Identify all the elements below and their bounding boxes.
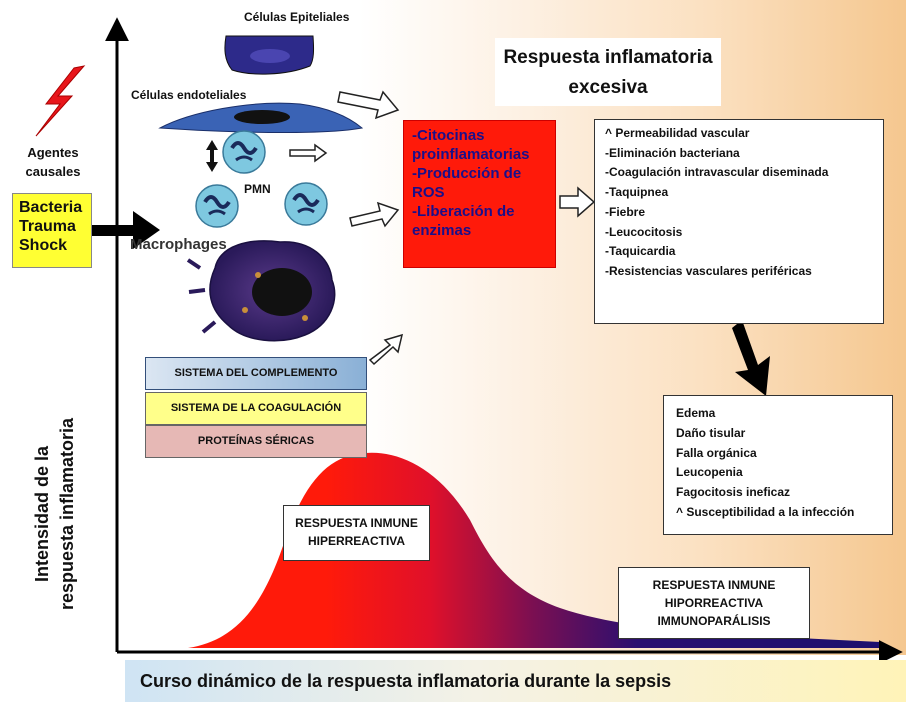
neutrophil-icon	[222, 130, 266, 174]
title-line-2: excesiva	[568, 77, 648, 98]
arrow-pmn-small	[289, 143, 328, 163]
causal-agent-item: Bacteria	[19, 199, 83, 216]
causal-agents-box: Bacteria Trauma Shock	[12, 193, 92, 268]
macrophage-icon	[186, 240, 336, 342]
hyper-line-1: RESPUESTA INMUNE	[295, 516, 418, 530]
hypo-line-3: IMMUNOPARÁLISIS	[657, 614, 771, 628]
effect-item: ^ Permeabilidad vascular	[605, 126, 750, 140]
arrow-complement	[368, 333, 404, 366]
effect-item: -Taquipnea	[605, 185, 669, 200]
causal-agents-label: Agentes causales	[18, 143, 88, 181]
effect-item: -Fiebre	[605, 204, 646, 219]
complement-system-box: SISTEMA DEL COMPLEMENTO	[145, 357, 367, 390]
outcome-item: Daño tisular	[676, 425, 746, 440]
effect-item: -Resistencias vasculares periféricas	[605, 263, 812, 278]
causal-agent-item: Trauma	[19, 218, 76, 235]
outcome-item: Leucopenia	[676, 465, 743, 480]
mediators-box: -Citocinas proinflamatorias -Producción …	[403, 120, 556, 268]
outcome-item: Edema	[676, 406, 716, 420]
y-axis-label-line-1: Intensidad de la	[32, 445, 52, 583]
hyperreactive-response-box: RESPUESTA INMUNE HIPERREACTIVA	[283, 505, 430, 561]
migration-arrow	[206, 140, 218, 172]
effect-item: -Taquicardia	[605, 244, 676, 259]
neutrophil-icon	[284, 182, 328, 226]
mediator-item: -Liberación de enzimas	[412, 203, 515, 239]
epithelial-cells-label: Células Epiteliales	[244, 10, 350, 24]
arrow-epithelial	[337, 90, 400, 120]
causal-agents-line2: causales	[25, 164, 81, 179]
hypo-line-2: HIPORREACTIVA	[664, 596, 764, 610]
outcome-item: Falla orgánica	[676, 445, 757, 460]
arrow-effects	[559, 186, 596, 218]
outcome-item: ^ Susceptibilidad a la infección	[676, 504, 855, 519]
hollow-arrows	[289, 90, 596, 366]
mediator-item: -Citocinas proinflamatorias	[412, 127, 530, 163]
serum-proteins-box: PROTEÍNAS SÉRICAS	[145, 425, 367, 458]
endothelial-cells-label: Células endoteliales	[131, 88, 247, 102]
coagulation-system-box: SISTEMA DE LA COAGULACIÓN	[145, 392, 367, 425]
inflammatory-response-curve	[188, 452, 880, 648]
causal-agent-item: Shock	[19, 237, 68, 254]
lightning-icon	[35, 65, 86, 137]
macrophages-label: Macrophages	[130, 236, 227, 253]
outcomes-arrow	[732, 320, 770, 396]
outcome-item: Fagocitosis ineficaz	[676, 485, 791, 500]
neutrophil-icon	[195, 184, 239, 228]
causal-agents-line1: Agentes	[27, 145, 79, 160]
hyper-line-2: HIPERREACTIVA	[307, 534, 406, 548]
x-axis-label-band	[125, 660, 906, 702]
y-axis-label: Intensidad de la respuesta inflamatoria	[30, 364, 86, 664]
causal-agents-arrow	[90, 211, 160, 249]
hyporeactive-response-box: RESPUESTA INMUNE HIPORREACTIVA IMMUNOPAR…	[618, 567, 810, 639]
mediator-item: -Producción de ROS	[412, 165, 522, 201]
outcomes-box: Edema Daño tisular Falla orgánica Leucop…	[663, 395, 893, 535]
effects-box: ^ Permeabilidad vascular -Eliminación ba…	[594, 119, 884, 324]
x-axis-label: Curso dinámico de la respuesta inflamato…	[140, 671, 672, 691]
arrow-pmn	[349, 201, 400, 228]
y-axis-label-line-2: respuesta inflamatoria	[57, 417, 77, 611]
effect-item: -Coagulación intravascular diseminada	[605, 165, 829, 180]
effect-item: -Eliminación bacteriana	[605, 145, 740, 160]
effect-item: -Leucocitosis	[605, 224, 683, 239]
hypo-line-1: RESPUESTA INMUNE	[652, 578, 776, 592]
pmn-label: PMN	[244, 182, 271, 196]
title-line-1: Respuesta inflamatoria	[503, 47, 713, 68]
diagram-title: Respuesta inflamatoria excesiva	[495, 38, 721, 106]
